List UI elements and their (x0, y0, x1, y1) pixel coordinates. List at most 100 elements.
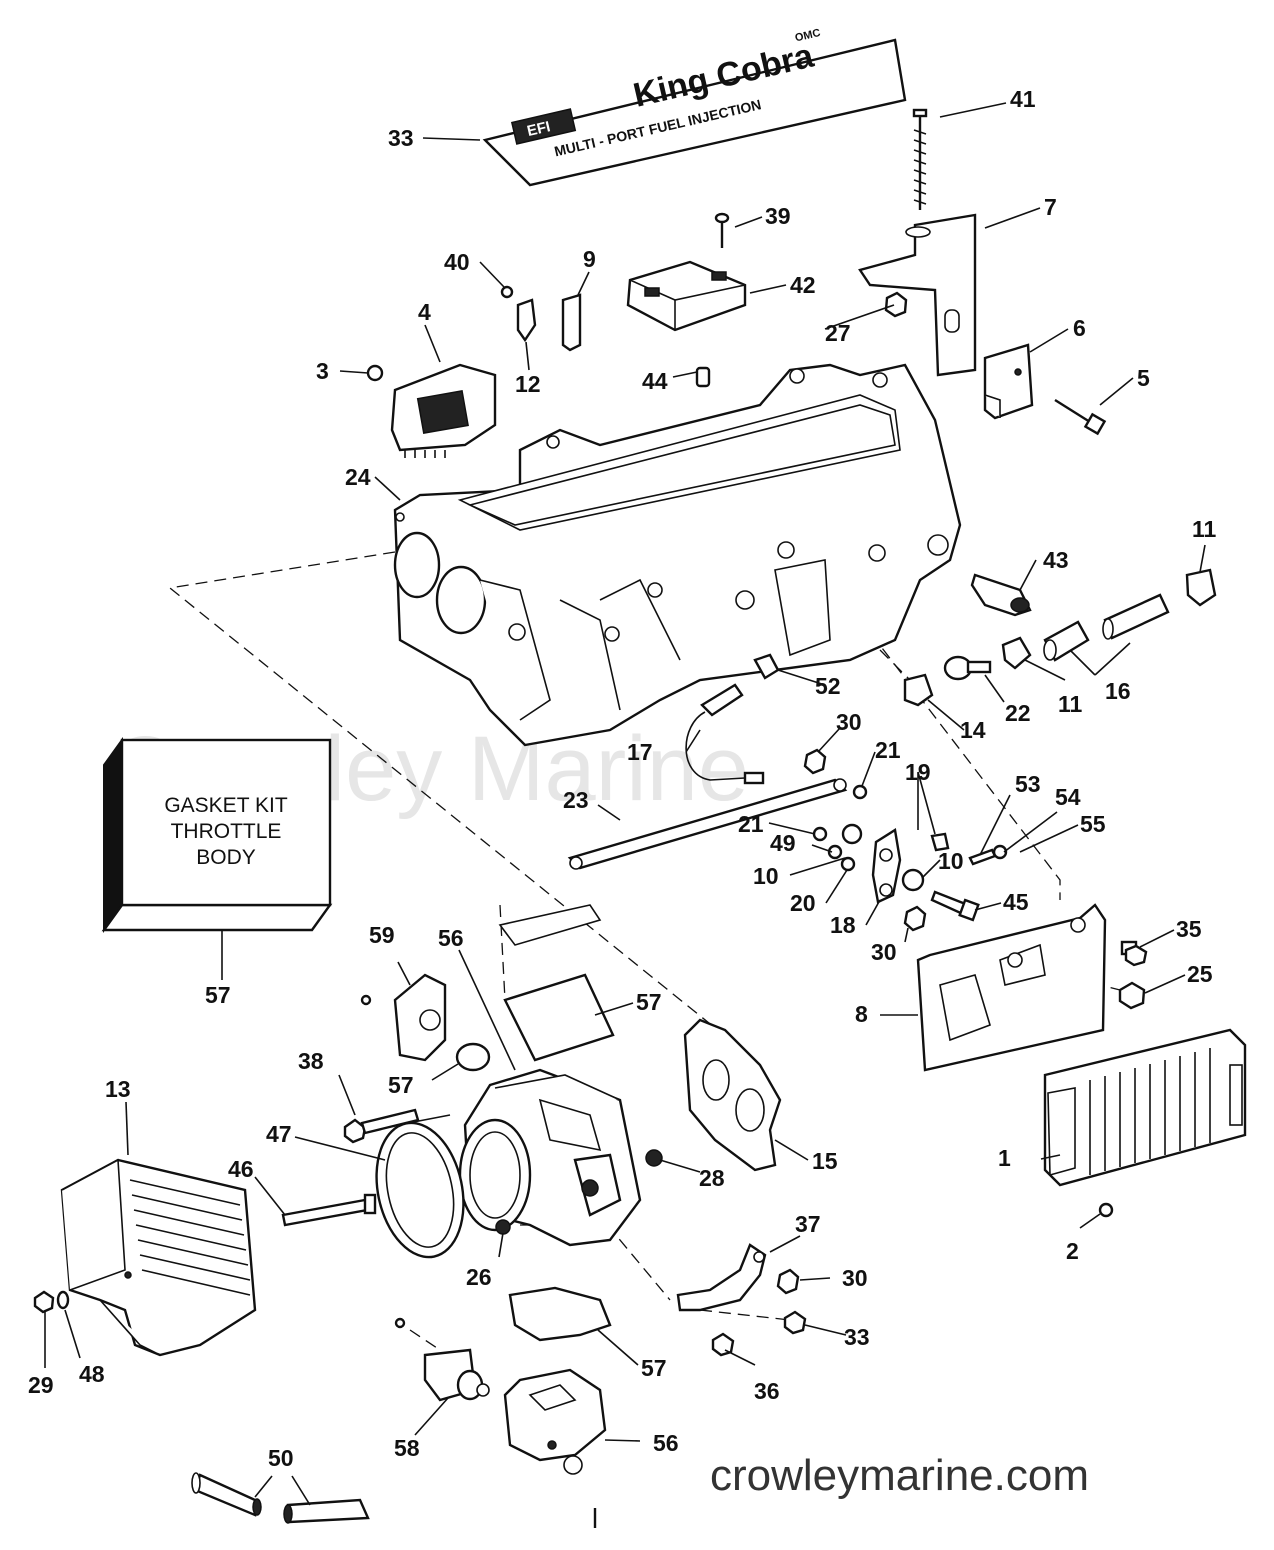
callout-3: 3 (316, 358, 329, 384)
callout-43: 43 (1043, 547, 1069, 573)
callout-45: 45 (1003, 889, 1029, 915)
lock-nut (903, 905, 927, 932)
callout-27: 27 (825, 320, 851, 346)
nut (495, 1219, 511, 1235)
callout-12: 12 (515, 371, 541, 397)
callout-22: 22 (1005, 700, 1031, 726)
seal (455, 1042, 491, 1072)
decal-plate: King Cobra OMC MULTI - PORT FUEL INJECTI… (482, 27, 907, 187)
elbow-fitting (903, 673, 934, 707)
callout-16: 16 (1105, 678, 1131, 704)
callout-23: 23 (563, 787, 589, 813)
callout-37: 37 (795, 1211, 821, 1237)
idle-air-housing (503, 1368, 607, 1475)
callout-46: 46 (228, 1156, 254, 1182)
washer (992, 844, 1008, 860)
callout-19: 19 (905, 759, 931, 785)
callout-28: 28 (699, 1165, 725, 1191)
vacuum-hoses (1043, 593, 1170, 662)
ignition-module (626, 260, 747, 332)
callout-42: 42 (790, 272, 816, 298)
callout-2: 2 (1066, 1238, 1079, 1264)
callout-40: 40 (444, 249, 470, 275)
pin (968, 848, 997, 866)
gasket-kit-line1: GASKET KIT (164, 794, 287, 817)
callout-9: 9 (583, 246, 596, 272)
lock-nut (776, 1268, 800, 1295)
callout-13: 13 (105, 1076, 131, 1102)
callout-47: 47 (266, 1121, 292, 1147)
small-screw (500, 285, 514, 299)
bushing (901, 868, 925, 892)
gasket-kit-box: GASKET KIT THROTTLE BODY (101, 736, 333, 934)
air-intake-seal (375, 1114, 465, 1259)
callout-33: 33 (388, 125, 414, 151)
hex-bolt (711, 1332, 735, 1357)
callout-54: 54 (1055, 784, 1081, 810)
callout-25: 25 (1187, 961, 1213, 987)
callout-56: 56 (653, 1430, 679, 1456)
gasket (498, 904, 602, 946)
leader-lines (44, 102, 1206, 1506)
callout-21: 21 (875, 737, 901, 763)
flange-nut (1118, 981, 1146, 1010)
callout-41: 41 (1010, 86, 1036, 112)
callout-52: 52 (815, 673, 841, 699)
spring (695, 366, 711, 388)
mounting-bracket (858, 213, 977, 377)
gasket-kit-line3: BODY (196, 846, 256, 869)
callout-10: 10 (753, 863, 779, 889)
callout-35: 35 (1176, 916, 1202, 942)
nut (645, 1149, 663, 1167)
washer (852, 784, 868, 800)
control-module (390, 363, 497, 458)
callout-33: 33 (844, 1324, 870, 1350)
screw (1098, 1202, 1114, 1218)
callout-24: 24 (345, 464, 371, 490)
callout-44: 44 (642, 368, 668, 394)
callout-39: 39 (765, 203, 791, 229)
callout-57: 57 (641, 1355, 667, 1381)
vacuum-line (685, 683, 765, 785)
callout-labels: 33 41 7 39 9 40 42 27 6 5 4 3 12 44 24 4… (28, 86, 1217, 1471)
callout-15: 15 (812, 1148, 838, 1174)
decal-brand-small: OMC (794, 27, 822, 44)
throttle-lever (871, 828, 902, 904)
breather-hoses (191, 1472, 370, 1524)
gasket-kit-line2: THROTTLE (171, 820, 282, 843)
retaining-clip (561, 293, 582, 352)
long-bolt (912, 108, 928, 210)
callout-53: 53 (1015, 771, 1041, 797)
callout-20: 20 (790, 890, 816, 916)
callout-11: 11 (1192, 516, 1217, 542)
nut (33, 1290, 55, 1314)
electronic-control-unit (1043, 1028, 1247, 1187)
lock-nut (803, 748, 827, 775)
callout-30: 30 (836, 709, 862, 735)
mounting-plate (916, 903, 1107, 1072)
throttle-link-rod (567, 778, 848, 870)
throttle-body-gasket (683, 1018, 782, 1172)
hex-bolt (1054, 398, 1107, 436)
callout-26: 26 (466, 1264, 492, 1290)
ball-stud (930, 832, 950, 852)
callout-59: 59 (369, 922, 395, 948)
mounting-bolt (1120, 940, 1148, 967)
callout-48: 48 (79, 1361, 105, 1387)
callout-55: 55 (1080, 811, 1106, 837)
callout-6: 6 (1073, 315, 1086, 341)
throttle-bracket (676, 1243, 767, 1312)
screw (394, 1317, 406, 1329)
callout-30: 30 (871, 939, 897, 965)
callout-38: 38 (298, 1048, 324, 1074)
hose-clamp (1001, 636, 1032, 670)
throttle-position-sensor (393, 973, 447, 1062)
throttle-body-bolt (343, 1108, 420, 1144)
callout-21: 21 (738, 811, 764, 837)
nut (884, 291, 908, 318)
callout-8: 8 (855, 1001, 868, 1027)
threaded-stud (281, 1193, 377, 1227)
spacer-block (983, 343, 1034, 420)
screw (360, 994, 372, 1006)
